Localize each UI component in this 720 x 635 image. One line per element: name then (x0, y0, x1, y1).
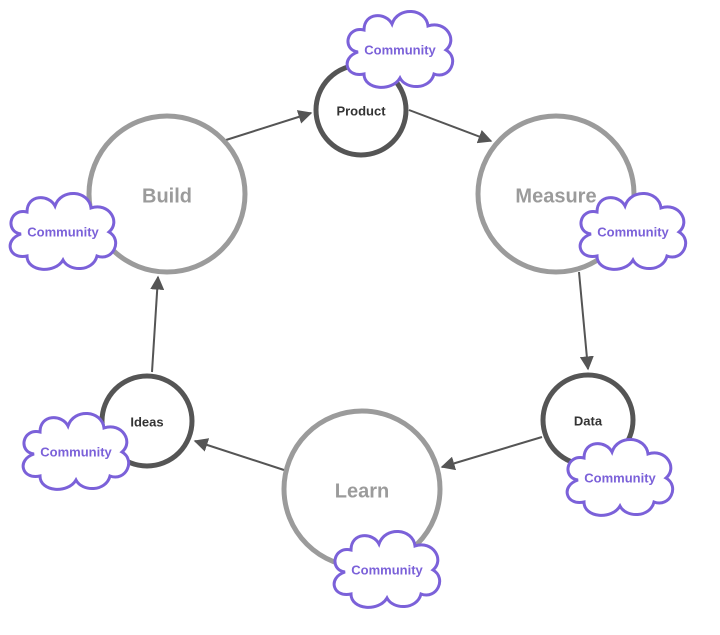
community-cloud-build: Community (8, 191, 118, 271)
community-cloud-data-label: Community (584, 470, 656, 485)
community-cloud-measure: Community (578, 191, 688, 271)
stage-build-circle (86, 113, 248, 275)
stage-learn-label: Learn (335, 480, 389, 502)
arrow-data-to-learn (440, 436, 543, 471)
stage-measure-label: Measure (515, 185, 596, 207)
output-ideas-label: Ideas (130, 414, 163, 429)
community-cloud-build-label: Community (27, 224, 99, 239)
community-cloud-measure-label: Community (597, 224, 669, 239)
community-cloud-data: Community (565, 437, 675, 517)
output-data: Data (540, 372, 636, 468)
arrow-product-to-measure (408, 109, 493, 144)
output-data-label: Data (574, 413, 603, 428)
stage-build-label: Build (142, 185, 192, 207)
community-cloud-product: Community (345, 9, 455, 89)
community-cloud-learn: Community (332, 529, 442, 609)
community-cloud-ideas-label: Community (40, 444, 112, 459)
cycle-arrows (150, 109, 594, 471)
output-product-label: Product (336, 103, 386, 118)
arrow-learn-to-ideas (193, 438, 285, 471)
stage-build: Build (86, 113, 248, 275)
arrow-build-to-product (225, 110, 313, 141)
arrow-ideas-to-build (150, 275, 165, 373)
arrow-measure-to-data (578, 271, 594, 371)
community-cloud-product-label: Community (364, 42, 436, 57)
community-cloud-ideas: Community (21, 411, 131, 491)
community-cloud-learn-label: Community (351, 562, 423, 577)
